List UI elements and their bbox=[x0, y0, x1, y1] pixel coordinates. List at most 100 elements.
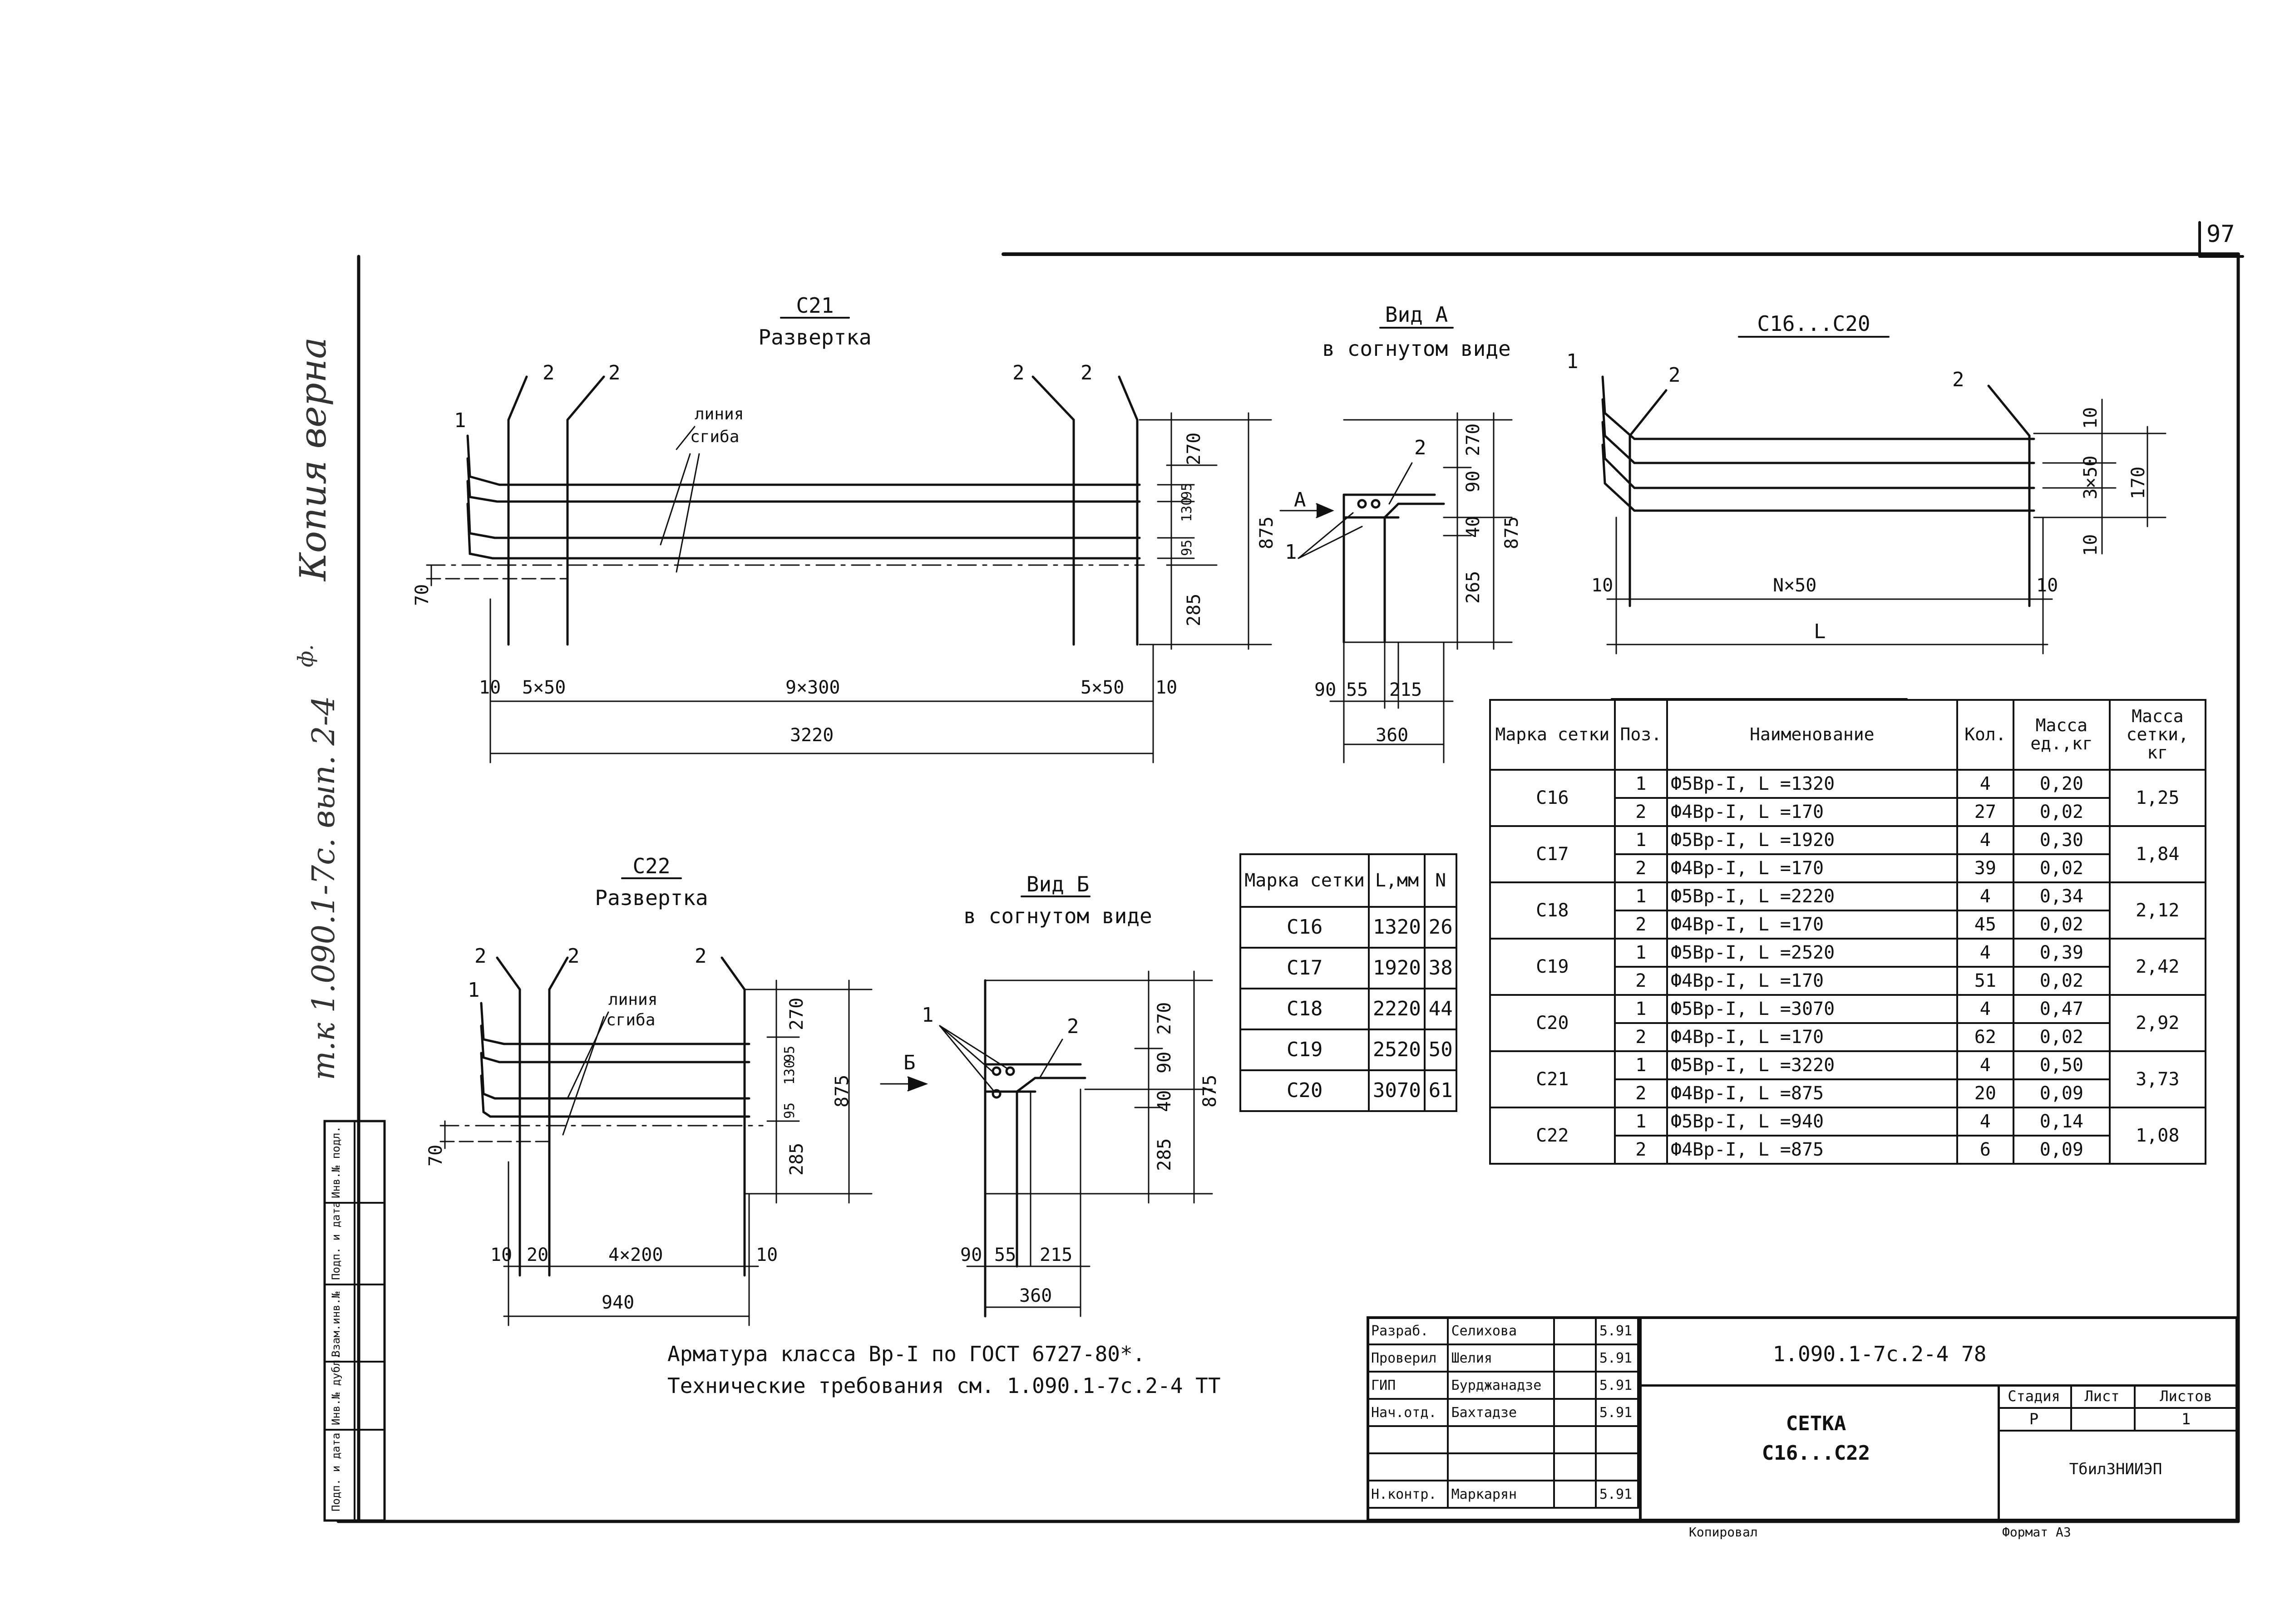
cell: 5.91 bbox=[1594, 1398, 1639, 1427]
cell: С18 bbox=[1239, 988, 1370, 1030]
mesh-mass-cell: 3,73 bbox=[2108, 1050, 2207, 1108]
cell: 62 bbox=[1956, 1022, 2015, 1052]
stage-value: Р bbox=[2029, 1410, 2039, 1428]
c22-pos1: 1 bbox=[468, 979, 480, 1002]
cell: 4 bbox=[1956, 1050, 2015, 1080]
vidA-dim-h40: 40 bbox=[1463, 516, 1484, 538]
cell: Селихова bbox=[1446, 1316, 1555, 1345]
signature-cell bbox=[1553, 1480, 1597, 1509]
cell: С20 bbox=[1239, 1069, 1370, 1112]
cell: Шелия bbox=[1446, 1343, 1555, 1373]
cell: 1320 bbox=[1368, 906, 1426, 949]
cell: Ф4Вр-I, L =170 bbox=[1666, 966, 1958, 996]
cell: 1 bbox=[1614, 1050, 1668, 1080]
c22-dim-total: 940 bbox=[602, 1292, 635, 1313]
vidA-pos1: 1 bbox=[1285, 541, 1297, 564]
vidA-dim-w90: 90 bbox=[1314, 679, 1337, 700]
cell: 0,34 bbox=[2013, 881, 2111, 911]
note-line-2: Технические требования см. 1.090.1-7с.2-… bbox=[667, 1373, 1221, 1398]
c21-pos2b: 2 bbox=[608, 361, 621, 384]
cell: 4 bbox=[1956, 994, 2015, 1024]
cell: 38 bbox=[1424, 947, 1457, 989]
cell: Ф4Вр-I, L =170 bbox=[1666, 797, 1958, 827]
c21-bend-label-1: линия bbox=[695, 405, 744, 423]
cell bbox=[1594, 1425, 1639, 1454]
c21-dim-h130: 130 bbox=[1179, 497, 1195, 522]
cell: 0,20 bbox=[2013, 769, 2111, 799]
cell: 0,02 bbox=[2013, 910, 2111, 940]
mesh-mark-cell: С20 bbox=[1489, 994, 1616, 1052]
cell: 0,47 bbox=[2013, 994, 2111, 1024]
cell: 4 bbox=[1956, 769, 2015, 799]
c21-dim-h285: 285 bbox=[1184, 593, 1204, 626]
signature-row bbox=[1367, 1452, 1639, 1481]
cell: 5.91 bbox=[1594, 1480, 1639, 1509]
cell: 1 bbox=[1614, 1107, 1668, 1137]
cell: Ф5Вр-I, L =1920 bbox=[1666, 825, 1958, 855]
vidA-dim-h90: 90 bbox=[1463, 470, 1484, 492]
c22-dim-h95a: 95 bbox=[782, 1045, 798, 1062]
cell: 1 bbox=[1614, 825, 1668, 855]
cell: 0,02 bbox=[2013, 797, 2111, 827]
cell: С16 bbox=[1239, 906, 1370, 949]
sheet-name-1: СЕТКА bbox=[1786, 1412, 1846, 1435]
format-label: Формат А3 bbox=[2002, 1525, 2071, 1540]
cell bbox=[1594, 1452, 1639, 1481]
cell: Нач.отд. bbox=[1367, 1398, 1449, 1427]
c22-dim-h285: 285 bbox=[786, 1142, 807, 1176]
cell: Ф5Вр-I, L =3220 bbox=[1666, 1050, 1958, 1080]
cell: 2 bbox=[1614, 1078, 1668, 1108]
c21-dim-h875: 875 bbox=[1256, 516, 1277, 549]
cell: Маркарян bbox=[1446, 1480, 1555, 1509]
cell: 50 bbox=[1424, 1029, 1457, 1071]
c22-title: С22 bbox=[632, 854, 671, 878]
c22-dim-h270: 270 bbox=[786, 997, 807, 1030]
col-header: Кол. bbox=[1956, 699, 2015, 771]
cell: 0,39 bbox=[2013, 938, 2111, 968]
c22-dim-10a: 10 bbox=[490, 1245, 513, 1265]
cell: 4 bbox=[1956, 1107, 2015, 1137]
vidA-title: Вид А bbox=[1385, 302, 1448, 327]
cell: 45 bbox=[1956, 910, 2015, 940]
c22-pos2a: 2 bbox=[474, 945, 487, 968]
cell: Ф4Вр-I, L =170 bbox=[1666, 910, 1958, 940]
vidA-dim-h265: 265 bbox=[1463, 571, 1484, 604]
cell: 2 bbox=[1614, 1135, 1668, 1165]
c22-dim-10b: 10 bbox=[756, 1245, 778, 1265]
sheet-header: Лист bbox=[2084, 1388, 2120, 1405]
cell: 1920 bbox=[1368, 947, 1426, 989]
c21-dim-h70: 70 bbox=[412, 584, 433, 606]
c22-dim-4x200: 4×200 bbox=[608, 1245, 663, 1265]
vidA-dim-w55: 55 bbox=[1346, 679, 1368, 700]
cell: 5.91 bbox=[1594, 1371, 1639, 1400]
page-number: 97 bbox=[2206, 221, 2235, 248]
c16-title: С16...С20 bbox=[1757, 311, 1870, 336]
cell: 0,09 bbox=[2013, 1078, 2111, 1108]
vidA-dim-h875: 875 bbox=[1501, 516, 1522, 549]
strip-label: Инв.№ подл. bbox=[330, 1126, 342, 1198]
c16-dim-v170: 170 bbox=[2128, 466, 2149, 499]
signature-cell bbox=[1553, 1343, 1597, 1373]
cell: 4 bbox=[1956, 881, 2015, 911]
mesh-mark-cell: С21 bbox=[1489, 1050, 1616, 1108]
sheets-value: 1 bbox=[2181, 1410, 2191, 1428]
cell: 6 bbox=[1956, 1135, 2015, 1165]
handwritten-doc-ref: т.к 1.090.1-7с. вып. 2-4 bbox=[306, 696, 342, 1080]
cell: 0,30 bbox=[2013, 825, 2111, 855]
c21-pos2d: 2 bbox=[1081, 361, 1093, 384]
c22-bend-label-2: сгиба bbox=[606, 1011, 656, 1029]
vidB-title: Вид Б bbox=[1026, 872, 1090, 896]
cell: 1 bbox=[1614, 769, 1668, 799]
